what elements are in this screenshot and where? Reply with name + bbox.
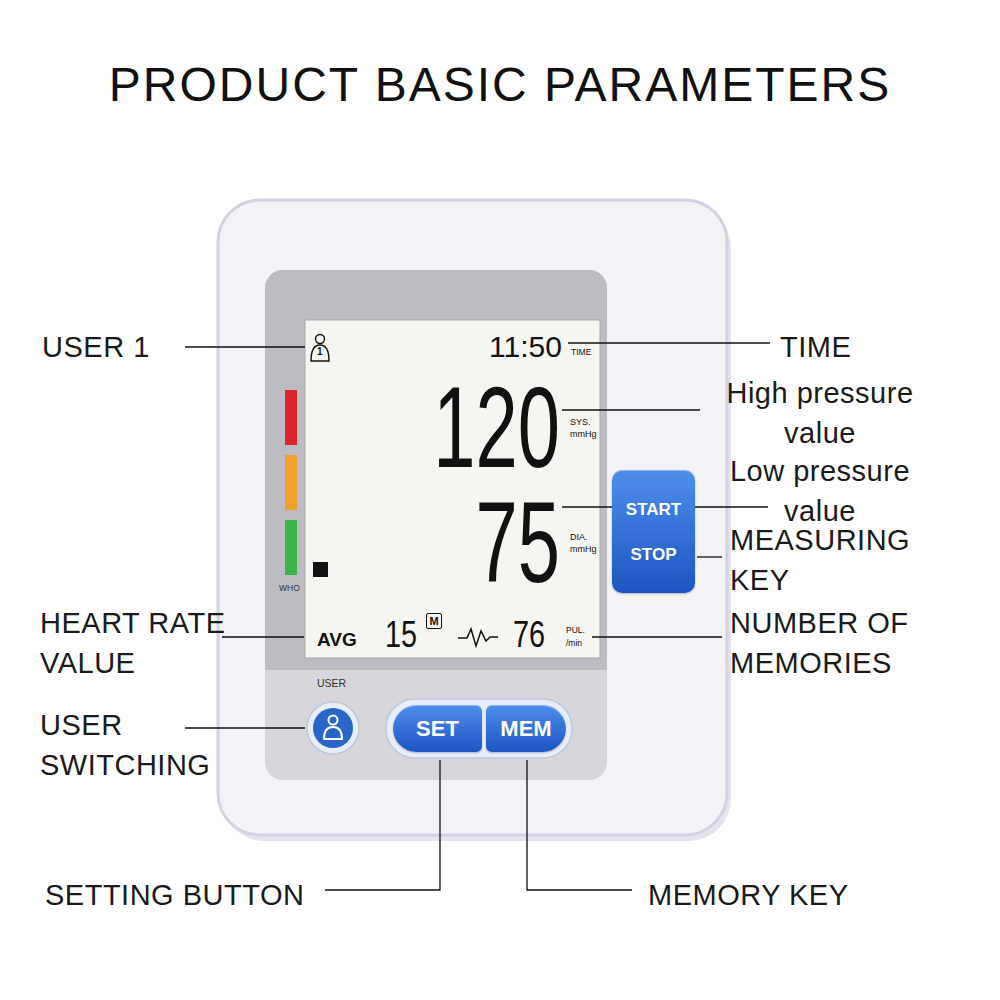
display-text: AVG — [317, 630, 357, 649]
display-text: 11:50 — [489, 332, 562, 362]
display-text: SET — [416, 718, 459, 740]
who-bar-orange — [285, 455, 297, 510]
bezel-lower — [265, 270, 607, 780]
user-icon-head — [316, 335, 325, 344]
display-text: /min — [566, 639, 582, 648]
diagram-title: PRODUCT BASIC PARAMETERS — [0, 55, 1000, 115]
display-text: USER — [317, 678, 346, 689]
display-text: PUL. — [566, 626, 585, 635]
callout-label: SETTING BUTTON — [45, 875, 304, 915]
who-bar-red — [285, 390, 297, 445]
callout-label: USER 1 — [42, 327, 150, 367]
display-text: MEM — [500, 718, 551, 740]
callout-label: Low pressure value — [705, 451, 935, 531]
display-text: DIA. — [570, 533, 588, 542]
leader-line — [568, 342, 770, 343]
leader-line — [592, 636, 722, 637]
leader-line — [697, 556, 722, 557]
set-button: SET — [393, 705, 482, 752]
display-text: 76 — [513, 617, 545, 653]
display-bezel: WHO USER 1 11:50TIME 120 SYS. mmHg 75 DIA. mmHgAV… — [265, 270, 607, 780]
display-text: 1 — [317, 347, 323, 357]
memory-button: MEM — [486, 705, 566, 752]
callout-label: USER SWITCHING — [40, 705, 230, 785]
housing — [218, 200, 727, 835]
who-bar-green — [285, 520, 297, 575]
callout-label: NUMBER OF MEMORIES — [730, 603, 935, 683]
display-text: mmHg — [570, 430, 597, 439]
leader-line — [562, 409, 700, 410]
pulse-icon — [458, 629, 498, 646]
display-text: 120 — [433, 370, 560, 485]
callout-label: MEASURING KEY — [730, 520, 935, 600]
callout-label: MEMORY KEY — [648, 875, 849, 915]
display-text: STOP — [631, 546, 677, 563]
user-button-frame — [307, 702, 359, 754]
button-frame — [386, 699, 572, 758]
bezel-upper — [265, 270, 607, 670]
callout-label: TIME — [780, 327, 851, 367]
start-stop-button: START STOP — [612, 470, 695, 593]
user-button-icon — [324, 727, 342, 739]
callout-label: High pressure value — [705, 373, 935, 453]
display-text: mmHg — [570, 545, 597, 554]
display-text: WHO — [279, 584, 300, 593]
callout-label: HEART RATE VALUE — [40, 603, 240, 683]
user-icon-body — [311, 345, 329, 361]
display-text: 75 — [476, 485, 560, 600]
leader-line — [222, 636, 304, 637]
display-text: M — [429, 616, 438, 627]
leader-line — [185, 727, 305, 728]
lcd-glass — [305, 320, 600, 658]
leader-line — [527, 760, 632, 890]
user-button-icon — [329, 716, 338, 725]
display-text: START — [626, 501, 681, 518]
memory-icon: M — [426, 613, 442, 629]
leader-line — [185, 346, 305, 347]
user-button — [313, 708, 353, 748]
display-text: 15 — [385, 617, 417, 653]
display-text: SYS. — [570, 418, 591, 427]
leader-line — [325, 760, 440, 890]
lcd-screen: 1 11:50TIME 120 SYS. mmHg 75 DIA. mmHgAVG 15 76 PU… — [305, 320, 600, 658]
level-marker — [313, 562, 328, 577]
display-text: TIME — [571, 348, 591, 357]
